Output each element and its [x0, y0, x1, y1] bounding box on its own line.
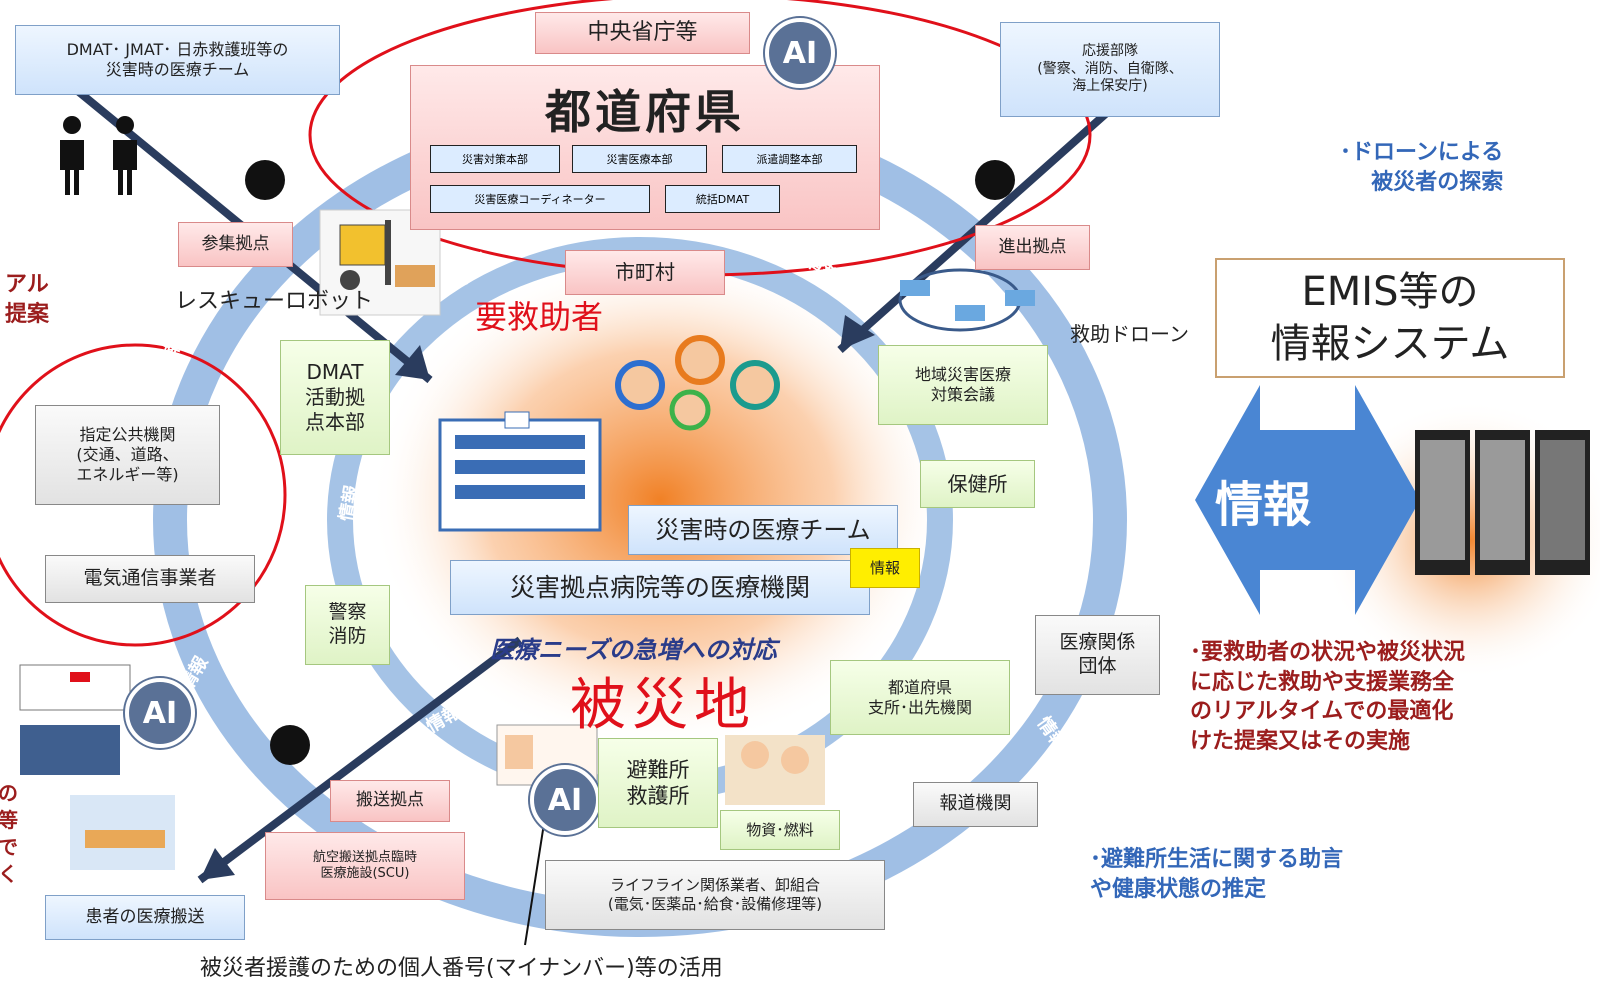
rescue-needed-label: 要救助者	[475, 298, 604, 336]
info-tag: 情報	[850, 548, 920, 588]
emis-box: EMIS等の 情報システム	[1215, 258, 1565, 378]
gathering-point-box: 参集拠点	[178, 222, 293, 267]
info-double-arrow	[1195, 385, 1420, 615]
highlight-circle-left	[0, 343, 287, 647]
response-text: 医療ニーズの急増への対応	[490, 636, 777, 664]
supplies-box: 物資･燃料	[720, 810, 840, 850]
shelter-box: 避難所 救護所	[598, 738, 718, 828]
disaster-hospital-box: 災害拠点病院等の医療機関	[450, 560, 870, 615]
police-fire-box: 警察 消防	[305, 585, 390, 665]
advance-point-box: 進出拠点	[975, 225, 1090, 270]
pref-branch-box: 都道府県 支所･出先機関	[830, 660, 1010, 735]
disaster-glow	[370, 250, 950, 750]
municipality-box: 市町村	[565, 250, 725, 295]
sub-unit-5: 統括DMAT	[665, 185, 780, 213]
medical-orgs-box: 医療関係 団体	[1035, 615, 1160, 695]
realtime-note: ･要救助者の状況や被災状況 に応じた救助や支援業務全 のリアルタイムでの最適化 …	[1190, 640, 1466, 755]
ai-badge-left: AI	[125, 678, 195, 748]
caption: 被災者援護のための個人番号(マイナンバー)等の活用	[200, 956, 723, 981]
transport-point-box: 搬送拠点	[330, 780, 450, 822]
ministry-box: 中央省庁等	[535, 12, 750, 54]
dmat-hq-box: DMAT 活動拠 点本部	[280, 340, 390, 455]
regional-council-box: 地域災害医療 対策会議	[878, 345, 1048, 425]
patient-transport-box: 患者の医療搬送	[45, 895, 245, 940]
sub-unit-4: 災害医療コーディネーター	[430, 185, 650, 213]
sub-unit-1: 災害対策本部	[430, 145, 560, 173]
telecom-box: 電気通信事業者	[45, 555, 255, 603]
medical-team-box: DMAT･ JMAT･ 日赤救護班等の 災害時の医療チーム	[15, 25, 340, 95]
disaster-area-text: 被災地	[570, 673, 756, 738]
drone-label: 救助ドローン	[1070, 322, 1189, 346]
left-cut-note-bottom: の 等 で く	[0, 781, 18, 886]
ai-badge-top: AI	[765, 18, 835, 88]
robot-label: レスキューロボット	[175, 289, 374, 314]
info-arrow-label: 情報	[1215, 477, 1312, 533]
sub-unit-2: 災害医療本部	[572, 145, 707, 173]
medical-team-center-box: 災害時の医療チーム	[628, 505, 898, 555]
health-center-box: 保健所	[920, 460, 1035, 508]
air-transport-box: 航空搬送拠点臨時 医療施設(SCU)	[265, 832, 465, 900]
designated-public-box: 指定公共機関 (交通、道路、 エネルギー等)	[35, 405, 220, 505]
prefecture-title: 都道府県	[545, 85, 745, 139]
sub-unit-3: 派遣調整本部	[722, 145, 857, 173]
lifeline-box: ライフライン関係業者、卸組合 (電気･医薬品･給食･設備修理等)	[545, 860, 885, 930]
left-cut-note-top: アル 提案	[5, 272, 50, 327]
support-units-box: 応援部隊 (警察、消防、自衛隊、 海上保安庁)	[1000, 22, 1220, 117]
ai-badge-bottom: AI	[530, 765, 600, 835]
drone-search-note: ･ドローンによる 被災者の探索	[1340, 140, 1504, 195]
shelter-advice-note: ･避難所生活に関する助言 や健康状態の推定	[1090, 847, 1344, 902]
press-box: 報道機関	[913, 782, 1038, 827]
